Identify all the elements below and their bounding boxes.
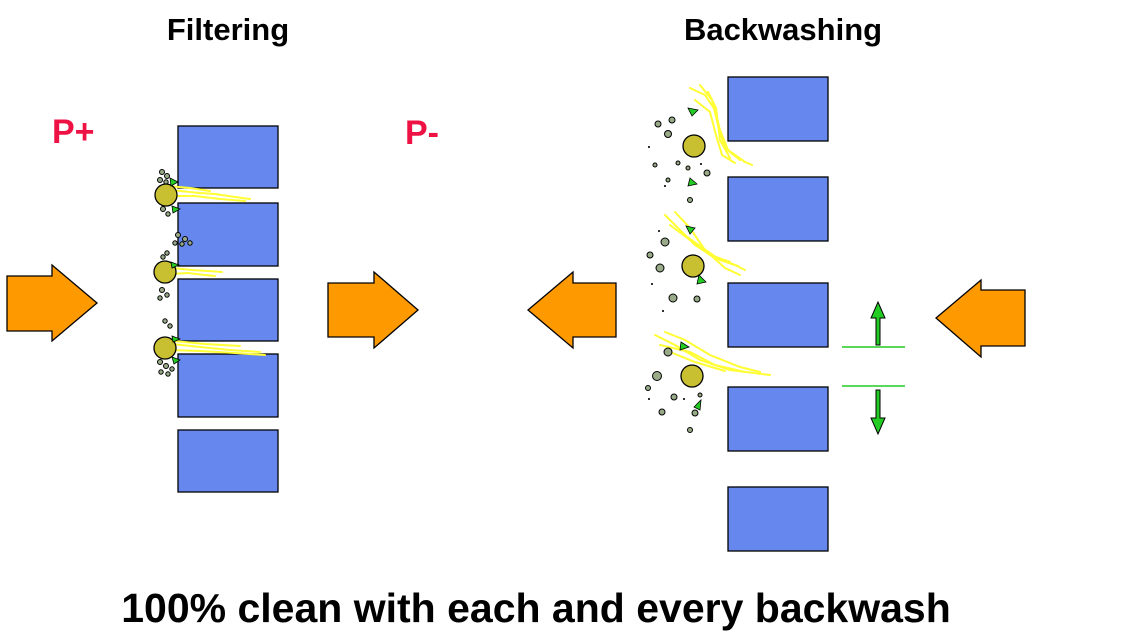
flow-streak [169,271,216,277]
high-pressure-label: P+ [52,113,95,151]
slot-block [727,282,829,348]
arrow-up-icon [870,300,886,346]
outflow-arrow-left [526,270,617,350]
backwashing-title: Backwashing [684,12,882,47]
caption-text: 100% clean with each and every backwash [121,585,951,631]
backwash-fine-specks [648,146,702,400]
slot-block [727,176,829,242]
low-pressure-label: P- [405,114,439,152]
jet-streak [694,99,736,164]
backwash-slot-stack [727,76,829,552]
slot-block [177,353,279,418]
backwash-jets [654,84,771,376]
flow-streak [173,340,241,347]
slot-block [177,278,279,342]
filtering-green-shards [169,177,182,365]
filtering-slot-stack [177,125,279,493]
particle [680,364,704,388]
outflow-arrow-right [327,270,419,350]
jet-streak [707,91,731,159]
inflow-arrow-right [6,263,99,343]
filtering-flow-streaks [167,185,266,356]
filtering-debris [157,169,193,377]
slot-block [177,125,279,189]
flow-streak [169,189,251,200]
slot-block [727,76,829,142]
flow-streak [171,267,223,273]
jet-streak [664,331,761,373]
particle [681,254,705,278]
jet-streak [659,344,746,373]
slot-block [177,429,279,493]
gap-width-marker [842,300,905,436]
slot-block [727,486,829,552]
flow-streak [169,349,266,356]
slot-block [177,202,279,267]
flow-streak [169,195,246,202]
backwash-debris [645,116,711,433]
particle [153,260,177,284]
arrow-down-icon [870,389,886,436]
particle [153,336,177,360]
backwash-particles [680,134,706,388]
particle [154,183,178,207]
jet-streak [679,231,739,267]
flow-streak [171,343,261,353]
slot-block [727,386,829,452]
jet-streak [669,351,726,372]
inflow-arrow-left [935,278,1026,359]
filtering-title: Filtering [167,12,289,47]
filtering-particles [153,183,178,360]
flow-streak [167,185,211,192]
backwash-green-shards [679,107,707,411]
particle [682,134,706,158]
